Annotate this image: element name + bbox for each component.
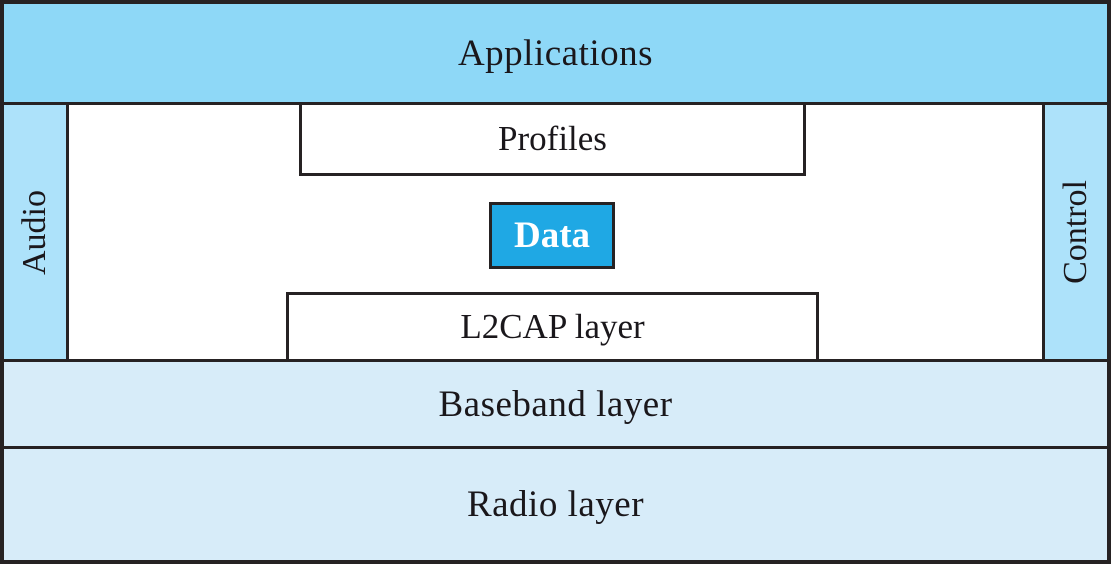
applications-layer-label: Applications — [457, 32, 654, 74]
audio-strip-label: Audio — [16, 189, 53, 275]
data-box-label: Data — [513, 215, 591, 256]
control-strip-label: Control — [1057, 180, 1094, 284]
data-box: Data — [489, 202, 615, 269]
center-area: Profiles Data L2CAP layer — [69, 105, 1042, 359]
baseband-layer-label: Baseband layer — [438, 383, 673, 425]
audio-strip: Audio — [4, 105, 69, 359]
profiles-box: Profiles — [299, 105, 806, 176]
middle-layers-row: Audio Profiles Data L2CAP layer Control — [4, 105, 1107, 362]
baseband-layer-band: Baseband layer — [4, 362, 1107, 449]
l2cap-layer-label: L2CAP layer — [460, 307, 645, 346]
radio-layer-label: Radio layer — [466, 484, 645, 525]
l2cap-layer-box: L2CAP layer — [286, 292, 819, 359]
radio-layer-band: Radio layer — [4, 449, 1107, 560]
control-strip: Control — [1042, 105, 1107, 359]
applications-layer-band: Applications — [4, 4, 1107, 105]
profiles-box-label: Profiles — [498, 119, 607, 158]
